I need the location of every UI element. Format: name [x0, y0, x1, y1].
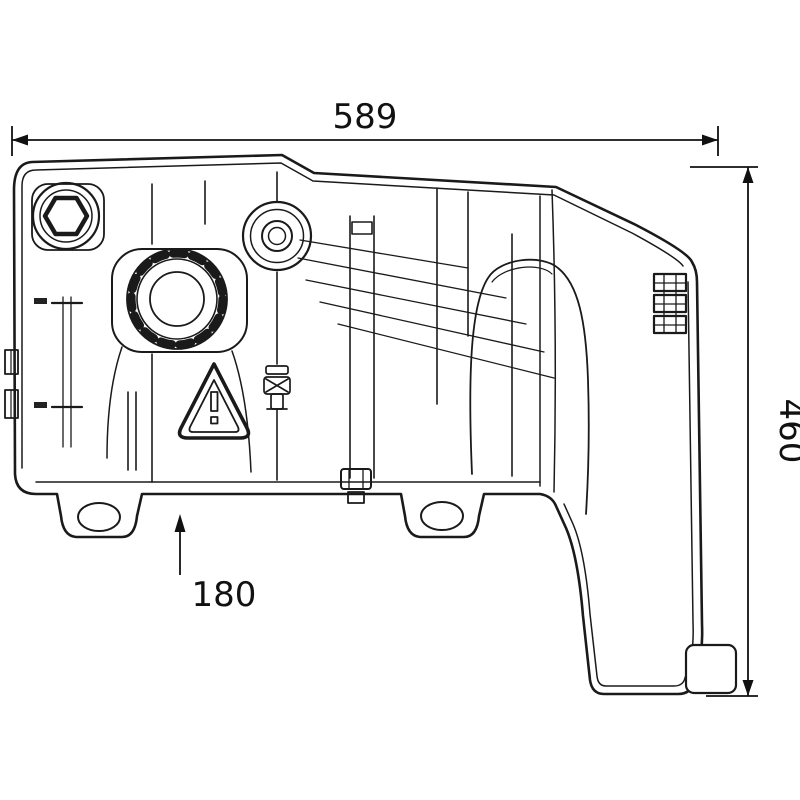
mounting-foot [684, 643, 738, 695]
mounting-hole-left [77, 502, 121, 532]
arrow-up-icon [742, 167, 754, 183]
left-edge-clips [4, 349, 19, 419]
level-gauge [34, 296, 84, 448]
arrow-up-small-icon [174, 514, 186, 532]
dimension-offset: 180 [174, 514, 257, 615]
tank-recess-column [469, 258, 590, 515]
dimension-width: 589 [11, 97, 719, 156]
arrow-left-icon [12, 134, 28, 146]
dimension-height: 460 [690, 166, 800, 697]
width-dimension-label: 589 [333, 97, 398, 137]
warning-triangle-icon [177, 362, 251, 440]
hex-plug-icon [31, 181, 105, 251]
tank-inner-contours [21, 162, 694, 687]
mounting-hole-right [420, 501, 464, 531]
filler-cap-icon [106, 248, 252, 473]
tank-ribs [127, 171, 513, 483]
bottom-clip [340, 468, 372, 504]
vent-fitting [263, 365, 291, 410]
height-dimension-label: 460 [771, 399, 800, 464]
arrow-right-icon [702, 134, 718, 146]
arrow-down-icon [742, 680, 754, 696]
tank-drawing [4, 153, 738, 696]
tank-outline [12, 153, 704, 696]
connector-stack [652, 272, 688, 335]
port-rings [241, 200, 313, 272]
offset-dimension-label: 180 [192, 575, 257, 615]
tank-weld-lines [297, 239, 555, 379]
